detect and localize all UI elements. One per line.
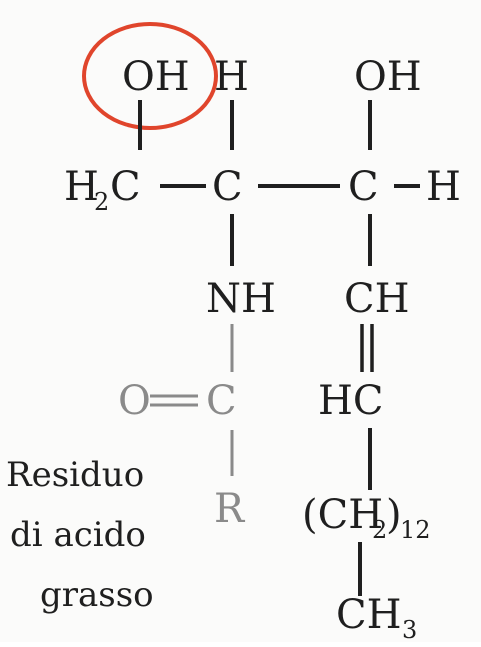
atom-ch3: CH: [336, 592, 402, 638]
label-di-acido: di acido: [10, 515, 146, 555]
atom-oh-top-right: OH: [354, 54, 422, 100]
atom-c-carbonyl: C: [206, 378, 237, 424]
atom-hc: HC: [318, 378, 384, 424]
atom-h2c-subscript: 2: [94, 188, 109, 216]
atom-ch3-subscript: 3: [402, 616, 417, 642]
atom-r-group: R: [214, 486, 246, 532]
atom-ch2-count: 12: [400, 516, 431, 544]
highlight-circle: [82, 22, 218, 130]
atom-ch2-subscript: 2: [372, 516, 387, 544]
atom-oh-top-left: OH: [122, 54, 190, 100]
atom-h-right: H: [426, 164, 461, 210]
atom-c-middle: C: [212, 164, 243, 210]
atom-h2c-h: H: [64, 164, 99, 210]
atom-h2c-c: C: [110, 164, 141, 210]
atom-ch2-open: (CH: [302, 492, 383, 538]
atom-o-carbonyl: O: [118, 378, 151, 424]
label-residuo: Residuo: [6, 455, 144, 495]
atom-nh: NH: [206, 276, 276, 322]
atom-ch: CH: [344, 276, 410, 322]
atom-h-top-middle: H: [214, 54, 249, 100]
atom-ch2-close: ): [386, 492, 402, 538]
atom-c-right: C: [348, 164, 379, 210]
label-grasso: grasso: [40, 575, 154, 615]
